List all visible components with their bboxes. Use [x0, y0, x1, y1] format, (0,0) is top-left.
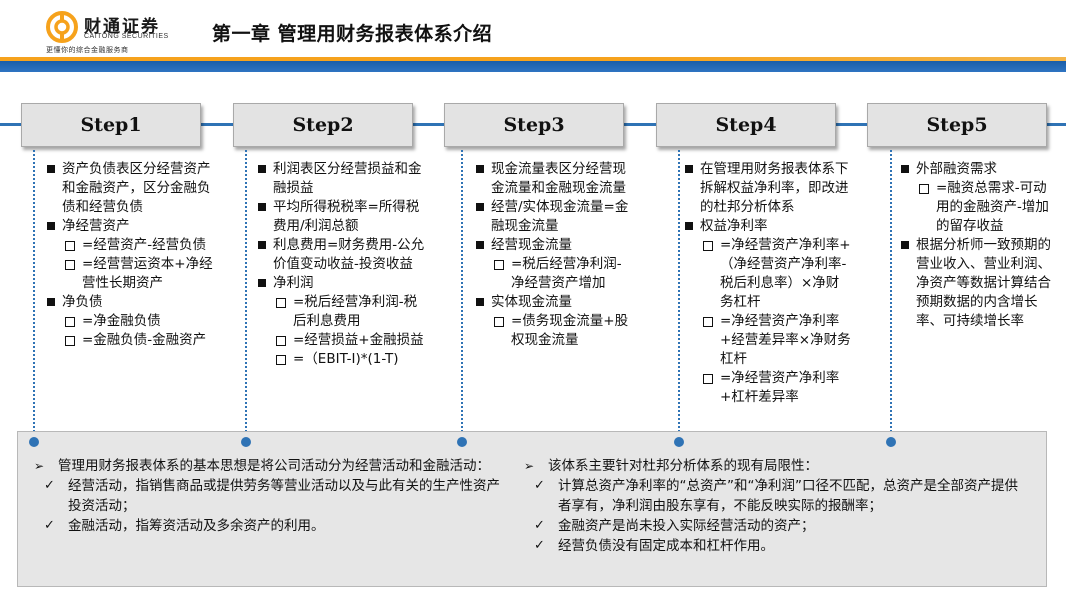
check-mark-icon: ✓ — [44, 478, 55, 493]
step-3-content: 现金流量表区分经营现金流量和金融现金流量经营/实体现金流量=金融现金流量经营现金… — [474, 160, 634, 350]
check-point: ✓ 经营活动，指销售商品或提供劳务等营业活动以及与此有关的生产性资产投资活动； — [30, 476, 500, 516]
summary-panel — [17, 431, 1047, 587]
step-2-box: Step2 — [233, 103, 413, 147]
step-3-box: Step3 — [444, 103, 624, 147]
panel-left-column: ➢管理用财务报表体系的基本思想是将公司活动分为经营活动和金融活动：✓经营活动，指… — [30, 456, 500, 536]
sub-bullet-item: =税后经营净利润-净经营资产增加 — [474, 255, 634, 293]
check-point: ✓ 计算总资产净利率的“总资产”和“净利润”口径不匹配，总资产是全部资产提供者享有… — [520, 476, 1025, 516]
sub-bullet-item: =债务现金流量+股权现金流量 — [474, 312, 634, 350]
point-text: 计算总资产净利率的“总资产”和“净利润”口径不匹配，总资产是全部资产提供者享有，… — [558, 478, 1018, 514]
check-mark-icon: ✓ — [534, 538, 545, 553]
bullet-item: 平均所得税税率=所得税费用/利润总额 — [256, 198, 428, 236]
logo-english-name: CAITONG SECURITIES — [84, 33, 169, 40]
step-5-content: 外部融资需求=融资总需求-可动用的金融资产-增加的留存收益根据分析师一致预期的营… — [899, 160, 1059, 331]
connector-line-5 — [890, 150, 892, 440]
arrow-point: ➢ 管理用财务报表体系的基本思想是将公司活动分为经营活动和金融活动： — [30, 456, 500, 476]
bullet-item: 净利润 — [256, 274, 428, 293]
step-4-content: 在管理用财务报表体系下拆解权益净利率，即改进的杜邦分析体系权益净利率=净经营资产… — [683, 160, 851, 407]
sub-bullet-item: =净经营资产净利率+杠杆差异率 — [683, 369, 851, 407]
check-point: ✓ 金融活动，指筹资活动及多余资产的利用。 — [30, 516, 500, 536]
logo-slogan: 更懂你的综合金融服务商 — [46, 46, 129, 54]
step-2-label: Step2 — [292, 114, 354, 136]
step-5-label: Step5 — [926, 114, 988, 136]
arrow-bullet-icon: ➢ — [34, 459, 45, 473]
connector-dot-1 — [29, 437, 39, 447]
point-text: 经营活动，指销售商品或提供劳务等营业活动以及与此有关的生产性资产投资活动； — [68, 478, 500, 514]
bullet-item: 利息费用=财务费用-公允价值变动收益-投资收益 — [256, 236, 428, 274]
bullet-item: 净负债 — [45, 293, 217, 312]
company-logo: 财通证券 CAITONG SECURITIES 更懂你的综合金融服务商 — [46, 8, 196, 54]
sub-bullet-item: =经营营运资本+净经营性长期资产 — [45, 255, 217, 293]
step-1-label: Step1 — [80, 114, 142, 136]
caitong-logo-icon — [46, 11, 78, 43]
point-text: 金融活动，指筹资活动及多余资产的利用。 — [68, 518, 325, 534]
step-1-content: 资产负债表区分经营资产和金融资产，区分金融负债和经营负债净经营资产=经营资产-经… — [45, 160, 217, 350]
bullet-item: 根据分析师一致预期的营业收入、营业利润、净资产等数据计算结合预期数据的内含增长率… — [899, 236, 1059, 331]
sub-bullet-item: =经营损益+金融损益 — [256, 331, 428, 350]
check-mark-icon: ✓ — [44, 518, 55, 533]
sub-bullet-item: =（EBIT-I)*(1-T) — [256, 350, 428, 369]
bullet-item: 现金流量表区分经营现金流量和金融现金流量 — [474, 160, 634, 198]
bullet-item: 净经营资产 — [45, 217, 217, 236]
bullet-item: 实体现金流量 — [474, 293, 634, 312]
bullet-item: 经营/实体现金流量=金融现金流量 — [474, 198, 634, 236]
bullet-item: 权益净利率 — [683, 217, 851, 236]
connector-line-1 — [33, 150, 35, 440]
check-mark-icon: ✓ — [534, 518, 545, 533]
arrow-point: ➢ 该体系主要针对杜邦分析体系的现有局限性： — [520, 456, 1025, 476]
connector-line-3 — [461, 150, 463, 440]
logo-chinese-name: 财通证券 — [84, 17, 160, 37]
sub-bullet-item: =金融负债-金融资产 — [45, 331, 217, 350]
step-4-label: Step4 — [715, 114, 777, 136]
check-mark-icon: ✓ — [534, 478, 545, 493]
connector-dot-4 — [674, 437, 684, 447]
check-point: ✓ 经营负债没有固定成本和杠杆作用。 — [520, 536, 1025, 556]
bullet-item: 利润表区分经营损益和金融损益 — [256, 160, 428, 198]
sub-bullet-item: =净经营资产净利率+经营差异率×净财务杠杆 — [683, 312, 851, 369]
step-4-box: Step4 — [656, 103, 836, 147]
connector-dot-2 — [241, 437, 251, 447]
bullet-item: 资产负债表区分经营资产和金融资产，区分金融负债和经营负债 — [45, 160, 217, 217]
sub-bullet-item: =税后经营净利润-税后利息费用 — [256, 293, 428, 331]
sub-bullet-item: =经营资产-经营负债 — [45, 236, 217, 255]
connector-line-2 — [245, 150, 247, 440]
step-5-box: Step5 — [867, 103, 1047, 147]
sub-bullet-item: =融资总需求-可动用的金融资产-增加的留存收益 — [899, 179, 1059, 236]
slide-title: 第一章 管理用财务报表体系介绍 — [212, 23, 493, 45]
point-text: 金融资产是尚未投入实际经营活动的资产； — [558, 518, 815, 534]
point-text: 管理用财务报表体系的基本思想是将公司活动分为经营活动和金融活动： — [58, 458, 490, 474]
point-text: 该体系主要针对杜邦分析体系的现有局限性： — [548, 458, 818, 474]
header-band-orange — [0, 57, 1066, 61]
panel-right-column: ➢该体系主要针对杜邦分析体系的现有局限性：✓计算总资产净利率的“总资产”和“净利… — [520, 456, 1025, 556]
connector-dot-5 — [886, 437, 896, 447]
bullet-item: 在管理用财务报表体系下拆解权益净利率，即改进的杜邦分析体系 — [683, 160, 851, 217]
connector-line-4 — [678, 150, 680, 440]
header-band-blue — [0, 61, 1066, 72]
sub-bullet-item: =净金融负债 — [45, 312, 217, 331]
sub-bullet-item: =净经营资产净利率+（净经营资产净利率-税后利息率）×净财务杠杆 — [683, 236, 851, 312]
step-2-content: 利润表区分经营损益和金融损益平均所得税税率=所得税费用/利润总额利息费用=财务费… — [256, 160, 428, 369]
step-3-label: Step3 — [503, 114, 565, 136]
bullet-item: 外部融资需求 — [899, 160, 1059, 179]
check-point: ✓ 金融资产是尚未投入实际经营活动的资产； — [520, 516, 1025, 536]
point-text: 经营负债没有固定成本和杠杆作用。 — [558, 538, 774, 554]
step-1-box: Step1 — [21, 103, 201, 147]
connector-dot-3 — [457, 437, 467, 447]
bullet-item: 经营现金流量 — [474, 236, 634, 255]
arrow-bullet-icon: ➢ — [524, 459, 535, 473]
